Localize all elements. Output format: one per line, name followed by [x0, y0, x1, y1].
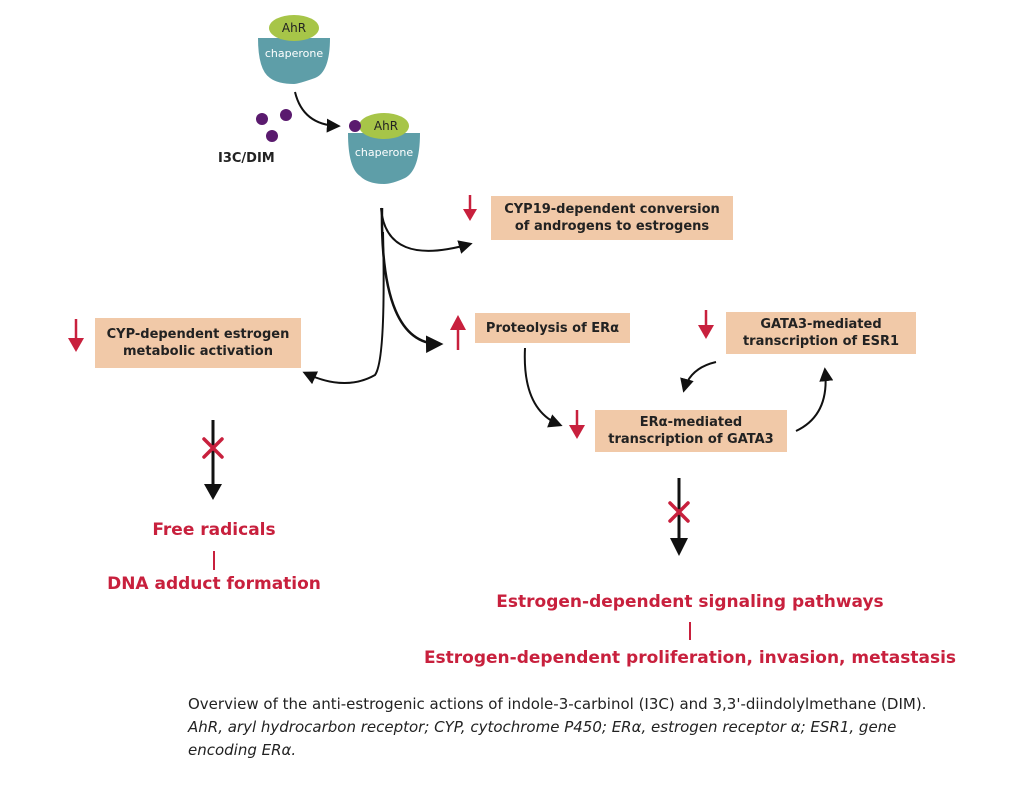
chaperone-label: chaperone — [355, 146, 413, 159]
arrow-gata3-to-era — [680, 361, 717, 393]
ahr-label: AhR — [374, 119, 398, 133]
gata3-mediated-line1: GATA3-mediated — [760, 317, 882, 332]
chaperone-label: chaperone — [265, 47, 323, 60]
binding-arrow — [294, 91, 341, 133]
down-arrow-icon — [569, 410, 585, 439]
bound-ligand-dot — [349, 120, 361, 132]
down-arrow-icon — [698, 310, 714, 339]
era-mediated-line2: transcription of GATA3 — [608, 432, 774, 447]
ahr-chaperone-complex-free: AhR chaperone — [258, 15, 330, 84]
outcome-signaling: Estrogen-dependent signaling pathways — [496, 592, 884, 612]
outcome-free-radicals: Free radicals — [152, 520, 276, 540]
arrow-era-to-gata3 — [795, 367, 834, 432]
era-mediated-line1: ERα-mediated — [639, 415, 743, 430]
outcome-proliferation: Estrogen-dependent proliferation, invasi… — [423, 648, 957, 668]
block-x-icon — [202, 437, 224, 459]
down-arrow-icon — [463, 195, 477, 221]
ligand-label: I3C/DIM — [218, 151, 275, 166]
block-x-icon — [668, 501, 690, 523]
arrow-to-cyp19 — [380, 207, 473, 254]
blocked-arrow-left — [202, 420, 224, 500]
cyp19-line1: CYP19-dependent conversion — [504, 202, 720, 217]
gata3-mediated-line2: transcription of ESR1 — [742, 334, 900, 349]
proteolysis-box: Proteolysis of ERα — [475, 313, 630, 343]
cyp-estrogen-line2: metabolic activation — [123, 344, 273, 359]
down-arrow-icon — [68, 319, 84, 352]
chaperone-shape — [348, 133, 420, 184]
caption-abbreviations: AhR, aryl hydrocarbon receptor; CYP, cyt… — [188, 718, 897, 759]
caption-text: Overview of the anti-estrogenic actions … — [188, 695, 927, 713]
proteolysis-label: Proteolysis of ERα — [485, 320, 620, 336]
era-mediated-box: ERα-mediated transcription of GATA3 — [595, 410, 787, 452]
double-arrow-cyp-estrogen — [302, 231, 385, 385]
outcome-dna-adduct: DNA adduct formation — [107, 574, 321, 594]
arrow-proteolysis-to-era — [523, 347, 563, 428]
ahr-shape — [359, 113, 409, 139]
figure-caption: Overview of the anti-estrogenic actions … — [188, 693, 928, 762]
ahr-label: AhR — [282, 21, 306, 35]
arrow-to-proteolysis — [380, 207, 444, 353]
cyp19-line2: of androgens to estrogens — [514, 219, 710, 234]
up-arrow-icon — [450, 315, 466, 350]
ahr-chaperone-complex-bound: AhR chaperone — [348, 113, 420, 184]
chaperone-shape — [258, 38, 330, 84]
ahr-shape — [269, 15, 319, 41]
gata3-mediated-box: GATA3-mediated transcription of ESR1 — [726, 312, 916, 354]
blocked-arrow-right — [668, 478, 690, 556]
cyp-estrogen-line1: CYP-dependent estrogen — [106, 327, 290, 342]
ligand-dots — [256, 109, 292, 142]
cyp19-box: CYP19-dependent conversion of androgens … — [491, 196, 733, 240]
cyp-estrogen-box: CYP-dependent estrogen metabolic activat… — [95, 318, 301, 368]
